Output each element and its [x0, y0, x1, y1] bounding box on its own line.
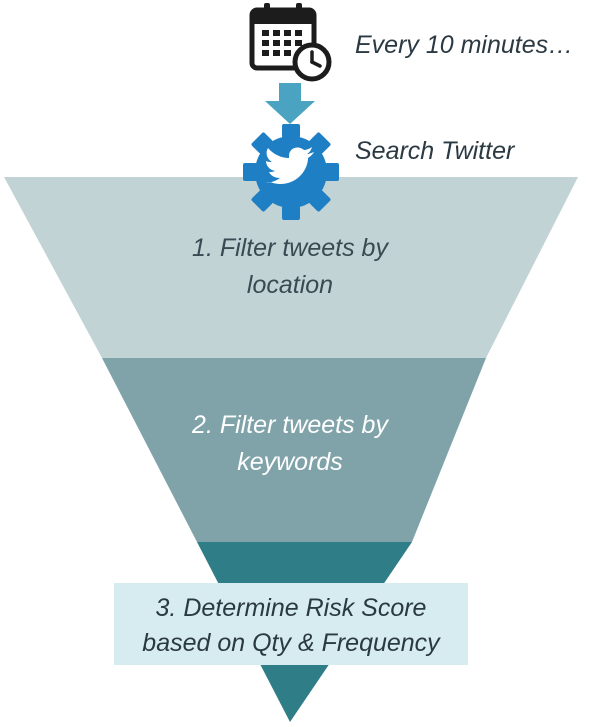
stage-2-line-2: keywords	[237, 448, 343, 476]
twitter-gear-icon	[243, 124, 339, 220]
stage-3-text: 3. Determine Risk Score based on Qty & F…	[114, 591, 468, 661]
stage-3-line-2: based on Qty & Frequency	[142, 629, 440, 657]
calendar-clock-icon	[249, 3, 332, 82]
funnel-stage-2	[102, 358, 486, 542]
stage-1-line-2: location	[246, 271, 334, 299]
schedule-label: Every 10 minutes…	[355, 31, 574, 59]
stage-1-line-1: 1. Filter tweets by	[192, 234, 388, 262]
stage-3-line-1: 3. Determine Risk Score	[155, 594, 427, 622]
stage-2-text: 2. Filter tweets by keywords	[140, 407, 440, 481]
risk-score-box: 3. Determine Risk Score based on Qty & F…	[114, 583, 468, 665]
stage-2-line-1: 2. Filter tweets by	[192, 411, 388, 439]
funnel-stage-1	[4, 177, 578, 358]
down-arrow-icon	[265, 83, 315, 124]
search-twitter-label: Search Twitter	[355, 137, 515, 165]
stage-1-text: 1. Filter tweets by location	[140, 230, 440, 304]
